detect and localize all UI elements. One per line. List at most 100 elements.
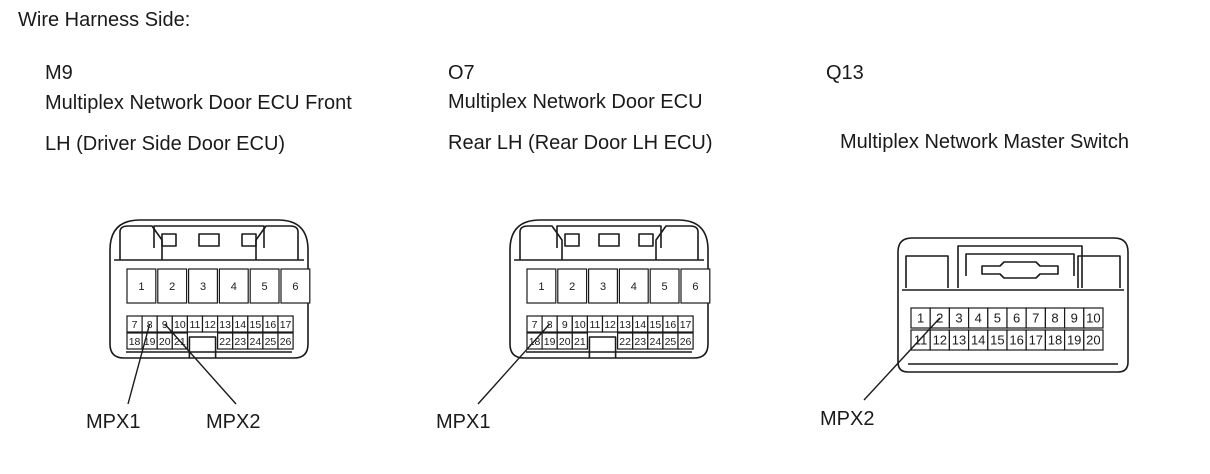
q13-pin-9-label: 9 <box>1071 311 1078 326</box>
q13-pin-8-label: 8 <box>1051 311 1058 326</box>
m9-pin-4-label: 4 <box>231 281 237 293</box>
m9-mpx2-leader <box>164 323 237 405</box>
m9-pin-18-label: 18 <box>129 336 141 348</box>
m9-pin-12-label: 12 <box>204 319 216 331</box>
o7-pin-22-label: 22 <box>619 336 631 348</box>
o7-pin-17-label: 17 <box>680 319 692 331</box>
q13-lock-frame <box>957 245 1083 288</box>
o7-right-latch <box>655 225 699 260</box>
q13-pin-4-label: 4 <box>975 311 982 326</box>
m9-pin-7-label: 7 <box>132 319 138 331</box>
o7-pin-9-label: 9 <box>562 319 568 331</box>
m9-pin-10-label: 10 <box>174 319 186 331</box>
m9-pin-14-label: 14 <box>234 319 246 331</box>
o7-pin-19-label: 19 <box>544 336 556 348</box>
q13-right-tab <box>1077 255 1121 288</box>
o7-pin-4-label: 4 <box>631 281 637 293</box>
q13-pin-16-label: 16 <box>1009 333 1023 348</box>
q13-left-tab <box>905 255 949 288</box>
m9-lock-slot-right <box>241 233 257 247</box>
o7-pin-21-label: 21 <box>574 336 586 348</box>
o7-pin-11-label: 11 <box>589 319 600 331</box>
o7-pin-1-cell <box>526 268 557 304</box>
o7-pin-2-cell <box>557 268 588 304</box>
o7-pin-21-cell <box>571 332 588 350</box>
q13-pin-3-label: 3 <box>955 311 962 326</box>
m9-pin-23-label: 23 <box>234 336 246 348</box>
m9-pin-4-cell <box>218 268 249 304</box>
o7-pin-3-cell <box>587 268 618 304</box>
o7-connector-code: O7 <box>448 62 475 84</box>
q13-pin-11-label: 11 <box>914 333 928 348</box>
o7-pin-16-label: 16 <box>665 319 677 331</box>
m9-connector-name-line2: LH (Driver Side Door ECU) <box>45 133 286 155</box>
q13-pin-10-cell <box>1083 307 1104 329</box>
o7-housing-outline <box>509 219 709 359</box>
o7-pin-10-label: 10 <box>574 319 586 331</box>
o7-pin-7-label: 7 <box>532 319 538 331</box>
m9-key-notch <box>188 336 217 358</box>
m9-pin-6-label: 6 <box>292 281 298 293</box>
m9-pin-26-cell <box>277 332 294 350</box>
m9-pin-1-label: 1 <box>138 281 144 293</box>
o7-pin-20-label: 20 <box>559 336 571 348</box>
m9-connector-code: M9 <box>45 62 73 84</box>
o7-pin-23-label: 23 <box>634 336 646 348</box>
m9-mpx1-callout: MPX1 <box>86 411 140 433</box>
o7-pin-25-label: 25 <box>665 336 677 348</box>
q13-lock-inner <box>965 253 1075 276</box>
q13-pin-18-label: 18 <box>1048 333 1062 348</box>
m9-lock-slot-center <box>198 233 220 247</box>
q13-pin-14-label: 14 <box>971 333 985 348</box>
o7-lock-head <box>556 225 662 248</box>
m9-right-latch <box>255 225 299 260</box>
o7-pin-6-label: 6 <box>692 281 698 293</box>
m9-pin-25-label: 25 <box>265 336 277 348</box>
m9-pin-2-cell <box>157 268 188 304</box>
q13-pin-20-cell <box>1083 329 1104 351</box>
m9-connector-name-line1: Multiplex Network Door ECU Front <box>45 92 352 114</box>
q13-mpx2-callout: MPX2 <box>820 408 874 430</box>
o7-pin-12-label: 12 <box>604 319 616 331</box>
m9-pin-26-label: 26 <box>280 336 292 348</box>
m9-mpx2-callout: MPX2 <box>206 411 260 433</box>
q13-pin-10-label: 10 <box>1086 311 1100 326</box>
m9-pin-1-cell <box>126 268 157 304</box>
o7-pin-4-cell <box>618 268 649 304</box>
m9-pin-2-label: 2 <box>169 281 175 293</box>
o7-pin-3-label: 3 <box>600 281 606 293</box>
m9-lock-slot-left <box>161 233 177 247</box>
q13-pin-12-label: 12 <box>933 333 947 348</box>
m9-pin-20-label: 20 <box>159 336 171 348</box>
m9-pin-22-label: 22 <box>219 336 231 348</box>
m9-pin-3-label: 3 <box>200 281 206 293</box>
o7-pin-17-cell <box>677 315 694 333</box>
q13-pin-15-label: 15 <box>990 333 1004 348</box>
q13-pin-1-label: 1 <box>917 311 924 326</box>
m9-pin-11-label: 11 <box>189 319 200 331</box>
o7-mpx1-callout: MPX1 <box>436 411 490 433</box>
q13-pin-6-label: 6 <box>1013 311 1020 326</box>
q13-pin-7-label: 7 <box>1032 311 1039 326</box>
m9-pin-17-label: 17 <box>280 319 292 331</box>
o7-lock-slot-center <box>598 233 620 247</box>
o7-mpx1-leader <box>477 323 551 405</box>
o7-pin-6-cell <box>680 268 711 304</box>
o7-pin-13-label: 13 <box>619 319 631 331</box>
q13-pin-13-label: 13 <box>952 333 966 348</box>
page-title: Wire Harness Side: <box>18 9 191 31</box>
m9-pin-17-cell <box>277 315 294 333</box>
m9-mpx1-leader <box>127 323 151 405</box>
o7-pin-5-label: 5 <box>662 281 668 293</box>
o7-left-latch <box>519 225 563 260</box>
m9-pin-5-label: 5 <box>262 281 268 293</box>
m9-pin-15-label: 15 <box>250 319 262 331</box>
m9-pin-5-cell <box>249 268 280 304</box>
o7-pin-1-label: 1 <box>538 281 544 293</box>
o7-pin-14-label: 14 <box>634 319 646 331</box>
o7-pin-5-cell <box>649 268 680 304</box>
q13-pin-5-label: 5 <box>994 311 1001 326</box>
q13-connector-name-line2: Multiplex Network Master Switch <box>840 131 1129 153</box>
